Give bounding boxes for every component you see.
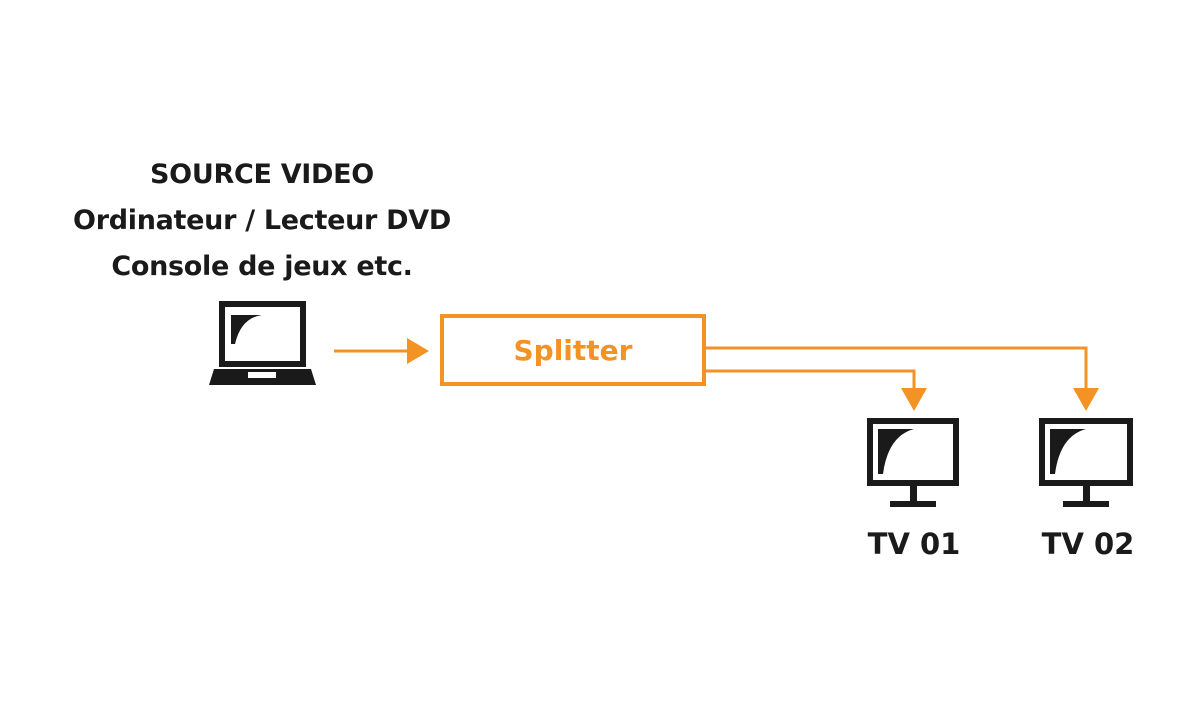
input-arrow — [334, 338, 429, 364]
source-label: SOURCE VIDEO Ordinateur / Lecteur DVD Co… — [42, 152, 482, 290]
splitter-box — [440, 314, 706, 386]
source-devices-line: Ordinateur / Lecteur DVD — [73, 205, 451, 236]
tv01-monitor-icon — [867, 418, 959, 507]
tv02-monitor-icon — [1039, 418, 1133, 507]
laptop-icon — [209, 301, 316, 385]
splitter-label: Splitter — [513, 333, 633, 367]
source-devices-line-2: Console de jeux etc. — [111, 251, 413, 282]
output-line-tv2 — [706, 346, 1099, 411]
output-line-tv1 — [706, 369, 927, 411]
tv01-label: TV 01 — [867, 527, 961, 561]
tv02-label: TV 02 — [1041, 527, 1135, 561]
source-title: SOURCE VIDEO — [150, 159, 374, 190]
